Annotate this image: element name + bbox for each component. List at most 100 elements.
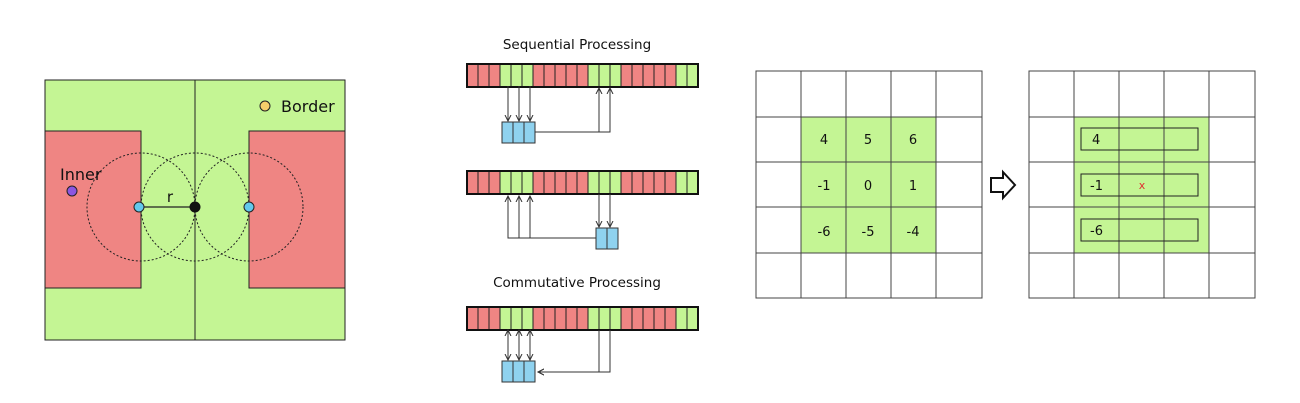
strip-cell — [521, 306, 534, 331]
strip-cell — [642, 170, 655, 195]
grid-highlight — [801, 117, 936, 253]
row-boxes — [1080, 127, 1199, 242]
processing-panel: Sequential Processing Commutative Proce — [466, 37, 699, 383]
strip-cell — [642, 306, 655, 331]
row-value: -6 — [1090, 224, 1103, 239]
row-value: -1 — [1090, 179, 1103, 194]
strip-cell — [466, 63, 479, 88]
row-value: 4 — [1092, 133, 1100, 148]
row-values: 4 -1 -6 — [1090, 133, 1103, 239]
grid-cell: -4 — [907, 225, 920, 240]
commutative-title: Commutative Processing — [493, 275, 661, 291]
strip-cell — [477, 306, 490, 331]
strip-outline — [466, 63, 699, 88]
point-left — [133, 201, 145, 213]
strip-cell — [521, 63, 534, 88]
strip-cell — [609, 170, 622, 195]
grid-highlight — [1074, 117, 1209, 253]
strip-cell — [631, 63, 644, 88]
strip-1-arrows — [508, 86, 610, 133]
strip-cell — [532, 306, 545, 331]
strip-cell — [620, 306, 633, 331]
inner-legend-label: Inner — [60, 165, 102, 184]
grid-cell: -6 — [818, 225, 831, 240]
strip-3-arrows — [508, 330, 611, 372]
strip-cell — [554, 170, 567, 195]
strip-cell — [587, 170, 600, 195]
strip-cell — [510, 63, 523, 88]
compressed-grid: 4 -1 -6 x — [1028, 70, 1256, 299]
strip-2-buffer — [595, 227, 619, 250]
strip-cell — [675, 170, 688, 195]
strip-cell — [686, 170, 699, 195]
strip-cell — [543, 170, 556, 195]
strip-cell — [653, 63, 666, 88]
inner-region-right — [248, 130, 346, 289]
strip-cell — [565, 306, 578, 331]
strip-cell — [642, 63, 655, 88]
strip-cell — [488, 306, 501, 331]
border-legend-dot — [259, 100, 271, 112]
strip-1-buffer — [501, 121, 536, 144]
strip-cell — [499, 170, 512, 195]
grid-lines — [755, 70, 983, 299]
strip-cell — [587, 63, 600, 88]
grid-cell: 1 — [909, 179, 917, 194]
commutative-strip — [466, 306, 699, 331]
hollow-right-arrow-icon — [990, 169, 1017, 201]
strip-cell — [554, 63, 567, 88]
value-grid: 4 5 6 -1 0 1 -6 -5 -4 — [755, 70, 983, 299]
row-box — [1080, 173, 1199, 197]
inner-legend-dot — [66, 185, 78, 197]
strip-cell — [477, 63, 490, 88]
strip-cell — [499, 306, 512, 331]
border-legend-label: Border — [281, 97, 335, 116]
strip-cell — [554, 306, 567, 331]
grid-cell: -5 — [862, 225, 875, 240]
strip-cell — [565, 170, 578, 195]
grid-cell: 4 — [820, 133, 828, 148]
grid-cell: 6 — [909, 133, 917, 148]
strip-cell — [510, 306, 523, 331]
strip-cell — [664, 306, 677, 331]
removed-marker: x — [1139, 179, 1146, 192]
strip-cell — [609, 306, 622, 331]
strip-cell — [609, 63, 622, 88]
strip-cell — [488, 63, 501, 88]
strip-cell — [631, 306, 644, 331]
strip-cell — [598, 170, 611, 195]
inner-region-left — [44, 130, 142, 289]
strip-cell — [675, 63, 688, 88]
strip-cell — [521, 170, 534, 195]
grid-values: 4 5 6 -1 0 1 -6 -5 -4 — [818, 133, 920, 240]
strip-cell — [477, 170, 490, 195]
strip-cell — [576, 63, 589, 88]
strip-cell — [664, 170, 677, 195]
strip-cell — [565, 63, 578, 88]
strip-cell — [686, 63, 699, 88]
strip-cell — [543, 306, 556, 331]
strip-cell — [532, 63, 545, 88]
strip-cell — [488, 170, 501, 195]
strip-cell — [620, 170, 633, 195]
strip-cell — [543, 63, 556, 88]
point-center — [189, 201, 201, 213]
strip-outline — [466, 306, 699, 331]
strip-cell — [686, 306, 699, 331]
strip-3-buffer — [501, 360, 536, 383]
grid-lines — [1028, 70, 1256, 299]
strip-cell — [510, 170, 523, 195]
strip-cell — [466, 306, 479, 331]
grid-cell: -1 — [818, 179, 831, 194]
point-right — [243, 201, 255, 213]
strip-cell — [653, 306, 666, 331]
strip-2-arrows — [508, 194, 610, 239]
strip-cell — [532, 170, 545, 195]
strip-cell — [466, 170, 479, 195]
row-box — [1080, 127, 1199, 151]
strip-cell — [576, 306, 589, 331]
strip-cell — [675, 306, 688, 331]
strip-cell — [499, 63, 512, 88]
row-box — [1080, 218, 1199, 242]
strip-cell — [620, 63, 633, 88]
